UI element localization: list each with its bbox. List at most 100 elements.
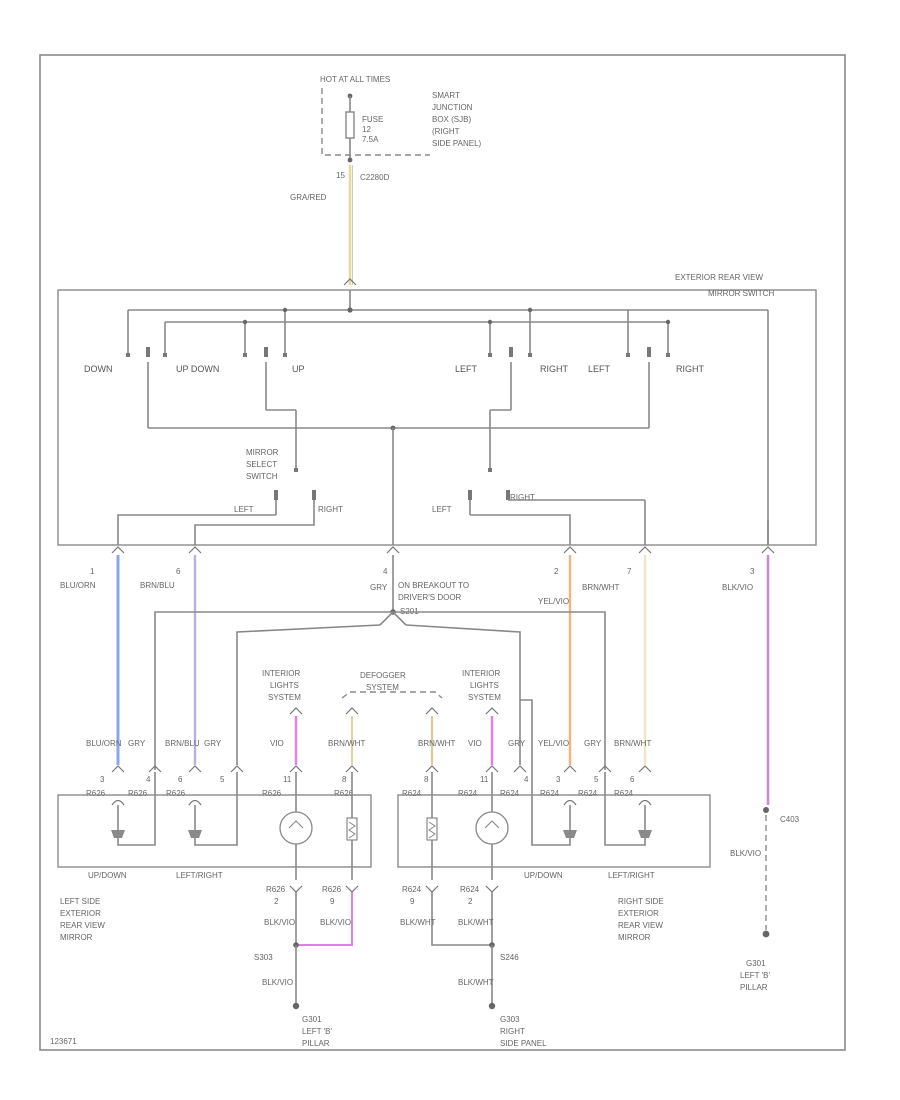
smart-junction-box-outline bbox=[321, 88, 430, 156]
rm-pin-2: 11 bbox=[480, 775, 489, 784]
select-contact-2 bbox=[274, 490, 278, 500]
lm-conn-3: R626 bbox=[166, 789, 186, 798]
sjb-line-2: JUNCTION bbox=[432, 103, 473, 112]
lm-gnd-color-1: BLK/VIO bbox=[264, 918, 295, 927]
mirror-switch-name-1: EXTERIOR REAR VIEW bbox=[675, 273, 763, 282]
lm-color-3: BRN/BLU bbox=[165, 739, 200, 748]
lm-pin-arrow-6 bbox=[345, 765, 359, 773]
lm-ground-2: LEFT 'B' bbox=[302, 1027, 333, 1036]
rm-conn-2: R624 bbox=[458, 789, 478, 798]
rm-pin-6: 6 bbox=[630, 775, 635, 784]
right-ground-1: G301 bbox=[746, 959, 766, 968]
rm-pin-3: 4 bbox=[524, 775, 529, 784]
rm-after-splice-color: BLK/WHT bbox=[458, 978, 494, 987]
out-pin-6: 6 bbox=[176, 567, 181, 576]
rm-pin-1: 8 bbox=[424, 775, 429, 784]
top-bus-node bbox=[347, 307, 353, 313]
diagram-frame bbox=[39, 54, 846, 1051]
lm-pin-6: 8 bbox=[342, 775, 347, 784]
rm-splice: S246 bbox=[500, 953, 519, 962]
sjb-line-4: (RIGHT bbox=[432, 127, 460, 136]
rm-color-5: GRY bbox=[584, 739, 602, 748]
rm-name-1: RIGHT SIDE bbox=[618, 897, 664, 906]
rm-pin-arrow-5 bbox=[598, 765, 612, 773]
out-color-3: BLK/VIO bbox=[722, 583, 753, 592]
contact-up-down-b bbox=[163, 353, 167, 357]
lm-gnd-pin-2: 9 bbox=[330, 897, 335, 906]
contact-up-down-c bbox=[243, 353, 247, 357]
rm-gnd-conn-2: R624 bbox=[460, 885, 480, 894]
out-conn-2 bbox=[563, 546, 577, 554]
rm-color-4: YEL/VIO bbox=[538, 739, 569, 748]
lm-color-5: VIO bbox=[270, 739, 284, 748]
rm-gnd-color-2: BLK/WHT bbox=[458, 918, 494, 927]
lm-motor-lr bbox=[188, 830, 202, 838]
lm-pin-3: 6 bbox=[178, 775, 183, 784]
right-ground-3: PILLAR bbox=[740, 983, 768, 992]
rm-lamp bbox=[475, 811, 509, 845]
select-switch-name-3: SWITCH bbox=[246, 472, 278, 481]
figure-id: 123671 bbox=[50, 1037, 77, 1046]
out-conn-7 bbox=[638, 546, 652, 554]
rm-ground-eyelet bbox=[488, 1002, 496, 1010]
label-left-2: LEFT bbox=[588, 364, 611, 374]
lm-ground-1: G301 bbox=[302, 1015, 322, 1024]
lm-ground-eyelet bbox=[292, 1002, 300, 1010]
rm-heater bbox=[426, 817, 438, 841]
lm-conn-1: R626 bbox=[86, 789, 106, 798]
out-conn-6 bbox=[188, 546, 202, 554]
c403-label: C403 bbox=[780, 815, 800, 824]
out-pin-1: 1 bbox=[90, 567, 95, 576]
rm-conn-5: R624 bbox=[578, 789, 598, 798]
defogger-bracket bbox=[341, 691, 443, 699]
right-ground-eyelet bbox=[762, 930, 770, 938]
rm-heater-element bbox=[428, 821, 436, 839]
label-right-2: RIGHT bbox=[676, 364, 705, 374]
select-right-a: RIGHT bbox=[318, 505, 343, 514]
right-mirror: BRN/WHT VIO GRY YEL/VIO GRY BRN/WHT 8 11… bbox=[397, 699, 711, 1048]
hot-at-all-times-label: HOT AT ALL TIMES bbox=[320, 75, 390, 84]
left-mirror-box bbox=[57, 794, 372, 868]
rm-pin-arrow-4 bbox=[563, 765, 577, 773]
contact-right-2-a bbox=[647, 347, 651, 357]
lm-gnd-arrow-1 bbox=[289, 885, 303, 893]
lm-pin-arrow-2 bbox=[148, 765, 162, 773]
lm-name-1: LEFT SIDE bbox=[60, 897, 100, 906]
gry-outer-left bbox=[154, 611, 393, 770]
direction-switch-contacts bbox=[126, 347, 670, 357]
node-up bbox=[282, 307, 288, 313]
defog-right-arrow bbox=[425, 707, 439, 715]
switch-output-wires: 1 BLU/ORN 6 BRN/BLU 4 GRY 2 YEL/VIO 7 BR… bbox=[60, 546, 775, 805]
rm-pin-4: 3 bbox=[556, 775, 561, 784]
rm-pin-arrow-2 bbox=[485, 765, 499, 773]
rm-conn-3: R624 bbox=[500, 789, 520, 798]
breakout-note-1: ON BREAKOUT TO bbox=[398, 581, 469, 590]
lm-heater bbox=[346, 817, 358, 841]
lm-pin-arrow-4 bbox=[230, 765, 244, 773]
c403-node bbox=[763, 807, 769, 813]
rm-name-4: MIRROR bbox=[618, 933, 651, 942]
rm-pin-arrow-6 bbox=[638, 765, 652, 773]
mirror-switch-module: EXTERIOR REAR VIEW MIRROR SWITCH bbox=[57, 273, 817, 546]
left-mirror: BLU/ORN GRY BRN/BLU GRY VIO BRN/WHT 3 4 … bbox=[57, 739, 372, 1048]
rm-motor-lr bbox=[638, 830, 652, 838]
lm-name-2: EXTERIOR bbox=[60, 909, 101, 918]
out-conn-4 bbox=[386, 546, 400, 554]
fuse-terminal-bottom bbox=[347, 157, 353, 163]
fuse-number: 12 bbox=[362, 125, 371, 134]
right-mirror-box bbox=[397, 794, 711, 868]
rm-color-2: VIO bbox=[468, 739, 482, 748]
int-lights-right-2: LIGHTS bbox=[470, 681, 499, 690]
lm-after-splice-color: BLK/VIO bbox=[262, 978, 293, 987]
contact-left-1 bbox=[488, 353, 492, 357]
node-up-down bbox=[242, 319, 248, 325]
out-color-4: GRY bbox=[370, 583, 388, 592]
gry-split bbox=[379, 610, 407, 626]
lm-wire-ud-ret bbox=[117, 772, 156, 846]
lm-ground-3: PILLAR bbox=[302, 1039, 330, 1048]
system-feeds: INTERIOR LIGHTS SYSTEM DEFOGGER SYSTEM I… bbox=[262, 669, 501, 765]
select-contact-4 bbox=[488, 468, 492, 472]
power-source: HOT AT ALL TIMES FUSE 12 7.5A SMART JUNC… bbox=[320, 75, 482, 163]
select-left-a: LEFT bbox=[234, 505, 254, 514]
